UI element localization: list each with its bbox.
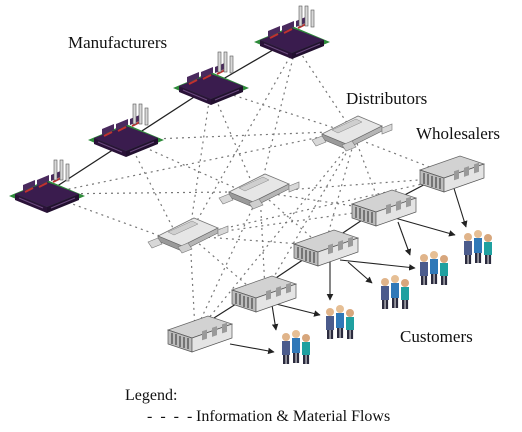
delivery-arrows [229, 181, 468, 355]
customer-group-3 [381, 275, 409, 309]
label-wholesalers: Wholesalers [416, 124, 501, 143]
label-distributors: Distributors [346, 89, 428, 108]
wholesaler-1 [419, 155, 485, 193]
legend-text: Information & Material Flows [196, 408, 391, 425]
wholesaler-2 [351, 189, 417, 227]
manufacturer-factory-1 [253, 5, 331, 60]
label-manufacturers: Manufacturers [68, 33, 168, 52]
legend-title: Legend: [125, 387, 178, 404]
legend-dashes: - - - - [147, 408, 195, 425]
distributor-2 [218, 173, 300, 210]
manufacturer-chain-line [44, 39, 291, 195]
customer-group-4 [326, 305, 354, 339]
customer-group-5 [282, 330, 310, 364]
manufacturer-factory-2 [172, 51, 250, 106]
distributor-3 [147, 217, 229, 254]
distributor-1 [311, 115, 393, 152]
manufacturer-factory-3 [87, 103, 165, 158]
dotted-flow-lines [44, 45, 451, 336]
customer-group-1 [464, 230, 492, 264]
customer-group-2 [420, 251, 448, 285]
label-customers: Customers [400, 327, 473, 346]
wholesaler-5 [167, 315, 233, 353]
